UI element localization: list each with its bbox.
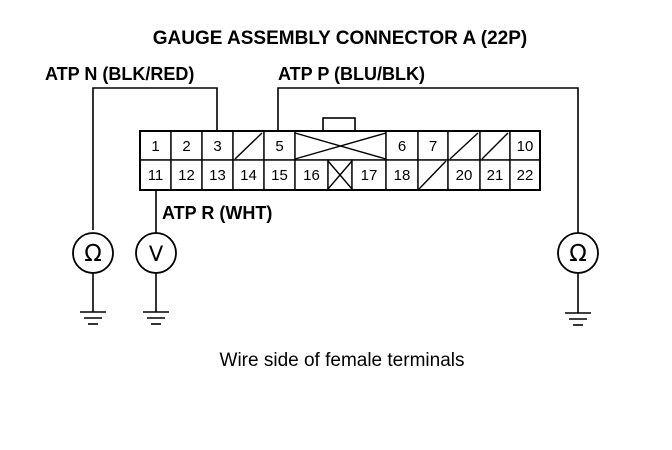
pin-label-5: 5 — [275, 138, 283, 155]
bottom-pin-13 — [201, 159, 234, 191]
blank-x-bottom-b — [327, 160, 353, 190]
top-pin-6 — [385, 130, 419, 161]
pin-label-18: 18 — [394, 167, 411, 184]
wire-atp-p — [277, 87, 579, 233]
blank-slash-8 — [449, 132, 479, 160]
ground-right — [565, 273, 591, 326]
diagram-caption: Wire side of female terminals — [220, 350, 465, 371]
ohm-icon: Ω — [569, 241, 587, 267]
bottom-pin-15 — [263, 159, 296, 191]
pin-label-3: 3 — [213, 138, 221, 155]
pin-label-16: 16 — [303, 167, 320, 184]
pin-label-7: 7 — [429, 138, 437, 155]
pin-label-15: 15 — [271, 167, 288, 184]
top-pin-1 — [139, 130, 172, 161]
volt-icon: V — [149, 242, 164, 266]
diagram-title: GAUGE ASSEMBLY CONNECTOR A (22P) — [153, 28, 527, 49]
pin-label-14: 14 — [240, 167, 257, 184]
pin-label-1: 1 — [151, 138, 159, 155]
blank-x-top-b — [294, 132, 387, 160]
pin-label-20: 20 — [456, 167, 473, 184]
blank-slash-9 — [481, 132, 509, 160]
connector-latch — [322, 117, 356, 132]
atp-p-label: ATP P (BLU/BLK) — [278, 64, 425, 84]
pin-label-17: 17 — [361, 167, 378, 184]
ohm-icon: Ω — [84, 241, 102, 267]
pin-label-22: 22 — [517, 167, 534, 184]
atp-r-label: ATP R (WHT) — [162, 203, 272, 223]
wire-atp-n — [92, 87, 218, 230]
atp-n-label: ATP N (BLK/RED) — [45, 64, 194, 84]
connector-outline — [139, 130, 541, 191]
connector-bottom-row: 11 12 13 14 15 16 17 18 20 21 22 — [139, 159, 541, 191]
pin-label-21: 21 — [487, 167, 504, 184]
ohmmeter-right: Ω — [557, 232, 599, 274]
blank-slash-4 — [234, 132, 263, 160]
ohmmeter-left: Ω — [72, 232, 114, 274]
connector-markings — [234, 132, 509, 190]
bottom-pin-16 — [294, 159, 329, 191]
pin-label-11: 11 — [148, 167, 164, 184]
bottom-pin-14 — [232, 159, 265, 191]
pin-label-13: 13 — [209, 167, 226, 184]
blank-slash-19 — [418, 160, 447, 190]
voltmeter: V — [135, 232, 177, 274]
pin-label-12: 12 — [178, 167, 195, 184]
ground-middle — [143, 273, 169, 325]
ground-left — [80, 273, 106, 325]
pin-label-2: 2 — [182, 138, 190, 155]
bottom-pin-22 — [509, 159, 541, 191]
pin-label-6: 6 — [398, 138, 406, 155]
pin-label-10: 10 — [517, 138, 534, 155]
